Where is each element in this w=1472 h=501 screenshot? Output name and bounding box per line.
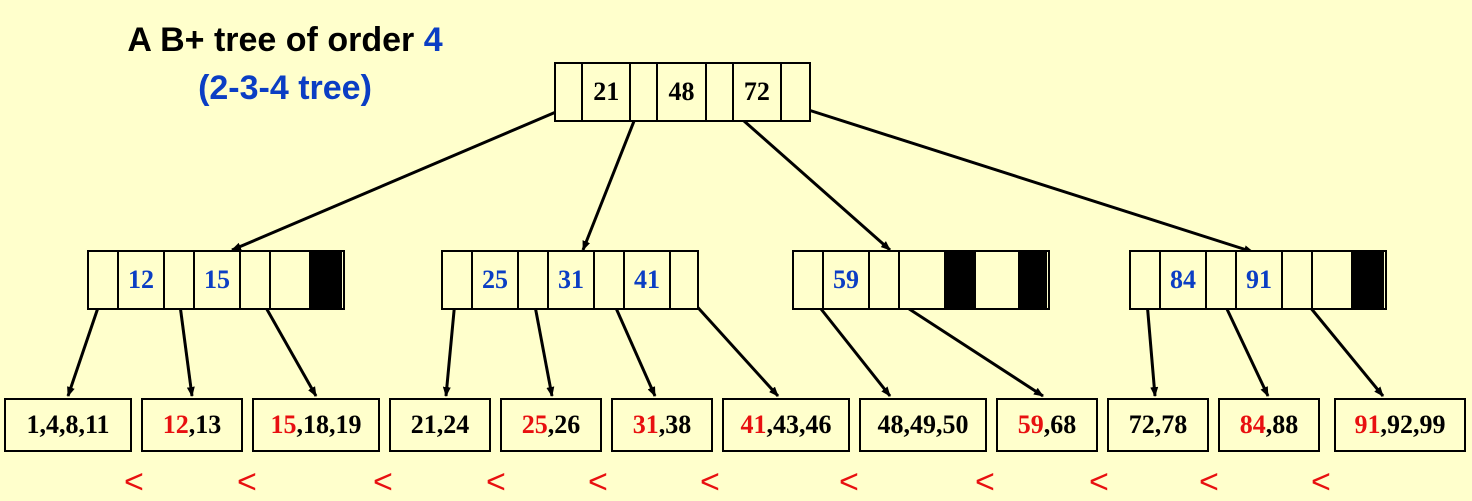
leaf-node: 91,92,99 <box>1334 398 1466 452</box>
leaf-first-key: 59 <box>1017 410 1044 439</box>
internal-node-1: 12 15 <box>87 250 345 310</box>
internal-node-3: 59 <box>792 250 1050 310</box>
internal-pointer <box>794 252 824 308</box>
internal-key: 84 <box>1161 252 1207 308</box>
leaf-node: 1,4,8,11 <box>4 398 132 452</box>
root-key: 72 <box>734 64 782 120</box>
leaf-other-keys: ,68 <box>1043 410 1077 439</box>
leaf-node: 72,78 <box>1107 398 1209 452</box>
leaf-first-key: 21 <box>410 410 437 439</box>
title-order: 4 <box>423 21 443 59</box>
less-than-sign: < <box>1311 463 1331 501</box>
root-node: 21 48 72 <box>554 62 811 122</box>
internal-pointer <box>443 252 473 308</box>
internal-pointer <box>165 252 195 308</box>
internal-node-2: 25 31 41 <box>441 250 699 310</box>
less-than-sign: < <box>839 463 859 501</box>
diagram-subtitle: (2-3-4 tree) <box>198 69 372 107</box>
leaf-first-key: 72 <box>1128 410 1155 439</box>
internal-pointer <box>89 252 119 308</box>
internal-key: 12 <box>119 252 165 308</box>
leaf-first-key: 25 <box>521 410 548 439</box>
arrow-root-3 <box>795 104 1254 254</box>
less-than-sign: < <box>1089 463 1109 501</box>
leaf-first-key: 15 <box>270 410 297 439</box>
less-than-sign: < <box>700 463 720 501</box>
root-key: 48 <box>658 64 707 120</box>
less-than-sign: < <box>486 463 506 501</box>
internal-pointer <box>870 252 900 308</box>
internal-pointer <box>241 252 271 308</box>
leaf-other-keys: ,38 <box>658 410 692 439</box>
less-than-sign: < <box>1199 463 1219 501</box>
leaf-node: 48,49,50 <box>859 398 987 452</box>
leaf-node: 31,38 <box>611 398 713 452</box>
title-prefix: A B+ tree of order <box>127 21 424 59</box>
internal-key: 25 <box>473 252 519 308</box>
arrow-root-1 <box>581 105 642 251</box>
null-pointer-slot <box>1020 252 1047 308</box>
leaf-first-key: 12 <box>162 410 189 439</box>
less-than-sign: < <box>588 463 608 501</box>
leaf-other-keys: ,26 <box>547 410 581 439</box>
root-key: 21 <box>583 64 632 120</box>
empty-key-slot <box>1313 252 1353 308</box>
leaf-first-key: 41 <box>740 410 767 439</box>
null-pointer-slot <box>311 252 342 308</box>
root-pointer <box>707 64 734 120</box>
leaf-other-keys: ,78 <box>1154 410 1188 439</box>
leaf-other-keys: ,43,46 <box>766 410 832 439</box>
leaf-other-keys: ,24 <box>436 410 470 439</box>
arrow-root-0 <box>231 104 571 252</box>
internal-key: 15 <box>195 252 241 308</box>
leaf-node: 41,43,46 <box>722 398 850 452</box>
empty-key-slot <box>271 252 311 308</box>
leaf-other-keys: ,49,50 <box>903 410 969 439</box>
less-than-sign: < <box>124 463 144 501</box>
internal-key: 91 <box>1237 252 1283 308</box>
empty-key-slot <box>976 252 1020 308</box>
leaf-node: 15,18,19 <box>252 398 380 452</box>
internal-key: 59 <box>824 252 870 308</box>
leaf-node: 12,13 <box>141 398 243 452</box>
diagram-title: A B+ tree of order 4 <box>0 20 570 60</box>
root-pointer <box>631 64 659 120</box>
internal-key: 41 <box>625 252 671 308</box>
internal-pointer <box>1131 252 1161 308</box>
internal-pointer <box>671 252 696 308</box>
leaf-node: 21,24 <box>389 398 491 452</box>
null-pointer-slot <box>946 252 976 308</box>
leaf-other-keys: ,4,8,11 <box>39 410 110 439</box>
internal-pointer <box>595 252 625 308</box>
leaf-node: 59,68 <box>996 398 1098 452</box>
internal-pointer <box>1283 252 1313 308</box>
leaf-first-key: 1 <box>26 410 40 439</box>
less-than-sign: < <box>373 463 393 501</box>
leaf-node: 25,26 <box>500 398 602 452</box>
leaf-first-key: 48 <box>877 410 904 439</box>
null-pointer-slot <box>1353 252 1384 308</box>
root-pointer <box>556 64 584 120</box>
empty-key-slot <box>900 252 946 308</box>
internal-pointer <box>519 252 549 308</box>
internal-pointer <box>1207 252 1237 308</box>
less-than-sign: < <box>975 463 995 501</box>
leaf-other-keys: ,18,19 <box>296 410 362 439</box>
leaf-other-keys: ,92,99 <box>1380 410 1446 439</box>
leaf-other-keys: ,88 <box>1265 410 1299 439</box>
internal-key: 31 <box>549 252 595 308</box>
internal-node-4: 84 91 <box>1129 250 1387 310</box>
less-than-sign: < <box>237 463 257 501</box>
leaf-node: 84,88 <box>1218 398 1320 452</box>
leaf-first-key: 84 <box>1239 410 1266 439</box>
leaf-other-keys: ,13 <box>188 410 222 439</box>
leaf-first-key: 91 <box>1354 410 1381 439</box>
leaf-first-key: 31 <box>632 410 659 439</box>
root-pointer <box>782 64 809 120</box>
